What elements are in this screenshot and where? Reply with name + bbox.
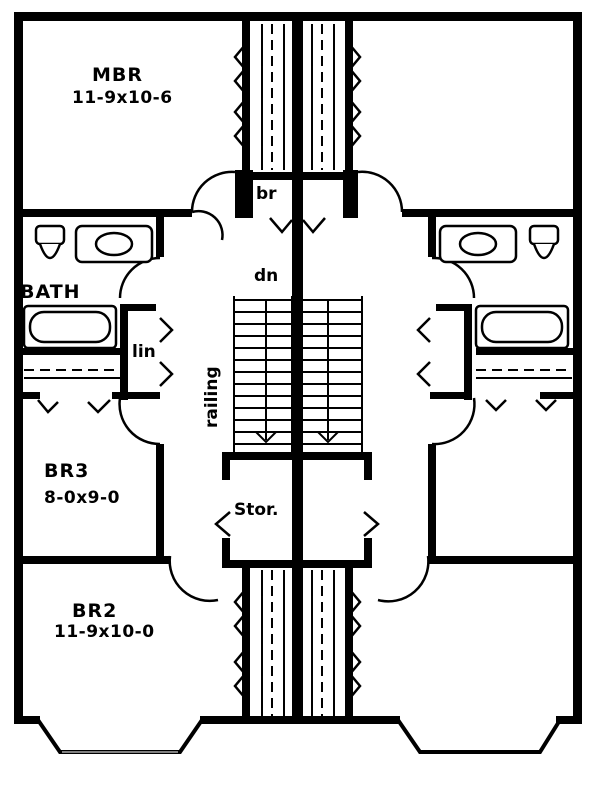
left-sink-basin <box>94 231 134 257</box>
br2-label: BR2 <box>72 600 118 622</box>
right-sink-basin <box>458 231 498 257</box>
bath-label: BATH <box>20 281 81 303</box>
bridge-label: br <box>256 184 277 204</box>
stairs <box>233 296 363 452</box>
right-toilet-tank <box>528 224 560 246</box>
storage-label: Stor. <box>234 500 279 520</box>
fixtures <box>22 224 570 350</box>
stair-direction-label: dn <box>254 266 279 286</box>
door-swings <box>118 170 476 603</box>
railing-label: railing <box>202 366 222 428</box>
stair-arrows <box>255 300 339 444</box>
walls <box>14 12 582 724</box>
br3-label: BR3 <box>44 460 90 482</box>
br3-size-label: 8-0x9-0 <box>44 488 120 508</box>
left-tub-basin <box>28 310 112 344</box>
linen-label: lin <box>132 342 156 362</box>
bay-windows <box>36 718 562 754</box>
chase-lines <box>261 24 335 716</box>
left-toilet-tank <box>34 224 66 246</box>
mbr-label: MBR <box>92 64 144 86</box>
right-toilet-bowl <box>532 243 556 260</box>
left-toilet-bowl <box>38 243 62 260</box>
right-tub-basin <box>480 310 564 344</box>
mbr-size-label: 11-9x10-6 <box>72 88 173 108</box>
br2-size-label: 11-9x10-0 <box>54 622 155 642</box>
shelf-lines <box>24 369 572 379</box>
window-openings <box>17 15 579 753</box>
bifold-doors <box>37 44 557 699</box>
